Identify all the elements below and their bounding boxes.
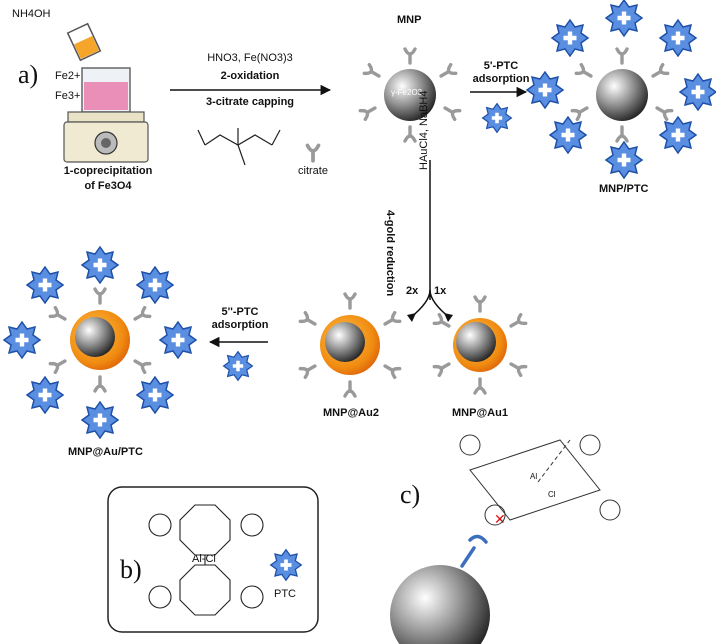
nh4oh-label: NH4OH: [12, 8, 51, 20]
gold-reduction-label: 4-gold reduction: [384, 210, 396, 297]
nh4oh-beaker-icon: [66, 22, 102, 62]
ptc-icon-arrow-1: [482, 102, 512, 133]
mnp-label: MNP: [397, 14, 422, 26]
ptc-legend-icon: [270, 549, 302, 581]
panel-c-label: c): [400, 480, 421, 509]
gold-reduction-arrow: [407, 160, 453, 322]
step1-label-2: of Fe3O4: [84, 180, 132, 192]
gold-reagents-label: HAuCl4, NaBH4: [418, 90, 430, 170]
mnp-au-ptc-sphere: [70, 310, 130, 370]
mnp-ptc-sphere: [596, 69, 648, 121]
mnp-ptc-label: MNP/PTC: [599, 183, 649, 195]
al-cl-label: Al-Cl: [192, 553, 216, 565]
hot-plate-icon: [63, 111, 149, 163]
oxidation-reagents: HNO3, Fe(NO3)3: [207, 52, 293, 64]
ptc-adsorption-label: 5'-PTC: [483, 60, 519, 72]
reaction-beaker-icon: [81, 67, 131, 113]
bond-marker-icon: ✕: [494, 512, 506, 528]
ptc-3d-structure: [459, 434, 621, 526]
panel-a-label: a): [18, 60, 39, 89]
linker-icon: [460, 534, 488, 568]
mnp-au-ptc-label: MNP@Au/PTC: [68, 446, 143, 458]
ptc-legend-label: PTC: [274, 588, 296, 600]
citrate-legend-label: citrate: [298, 165, 328, 177]
oxidation-step: 2-oxidation: [220, 70, 280, 82]
core-label: γ-Fe2O3: [391, 88, 423, 97]
citrate-capping-step: 3-citrate capping: [205, 96, 295, 108]
mnp-au2-label: MNP@Au2: [323, 407, 379, 419]
step1-label: 1-coprecipitation: [63, 165, 153, 177]
mnp-au2-sphere: [320, 315, 380, 375]
mnp-au1-sphere: [453, 318, 507, 372]
large-mnp-sphere: [390, 565, 490, 644]
fe2-label: Fe2+: [55, 70, 81, 82]
ptc-adsorption-label-b-2: adsorption: [211, 319, 269, 331]
ptc-adsorption-label-b: 5''-PTC: [221, 306, 259, 318]
mnp-sphere: [384, 69, 436, 121]
al-atom-label: Al: [530, 472, 538, 481]
one-x-label: 1x: [434, 285, 447, 297]
citrate-structure: [197, 128, 281, 166]
phthalocyanine-structure: [148, 504, 264, 616]
fe3-label: Fe3+: [55, 90, 81, 102]
citrate-legend-icon: [305, 143, 321, 163]
mnp-au1-label: MNP@Au1: [452, 407, 508, 419]
ptc-structure-box: [107, 486, 319, 633]
panel-b-label: b): [120, 555, 142, 584]
ptc-adsorption-label-2: adsorption: [472, 73, 530, 85]
two-x-label: 2x: [406, 285, 419, 297]
ptc-icon-arrow-2: [223, 351, 253, 381]
coprecipitation-setup: [63, 22, 149, 163]
cl-atom-label: Cl: [548, 490, 556, 499]
